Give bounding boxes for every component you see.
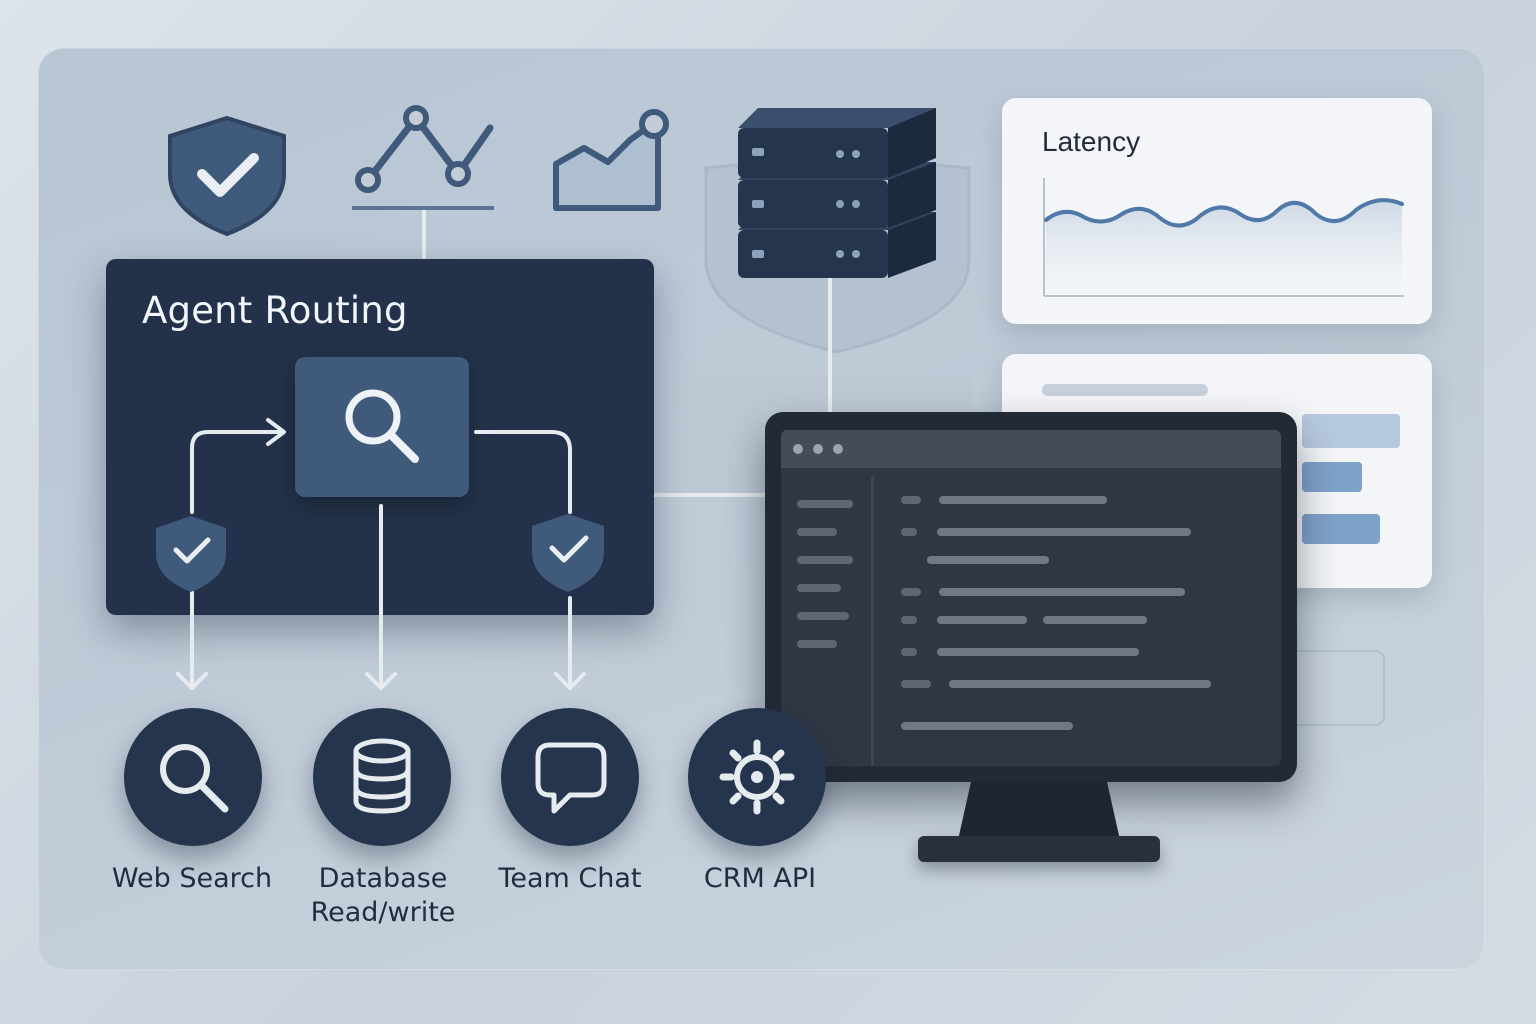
editor-title-bar xyxy=(781,430,1281,468)
code-line xyxy=(901,528,917,536)
database-label-line2: Read/write xyxy=(310,897,456,928)
web-search-label: Web Search xyxy=(111,863,273,894)
shield-check-icon xyxy=(164,112,290,238)
code-line xyxy=(949,680,1211,688)
latency-sparkline xyxy=(1043,178,1404,297)
code-line xyxy=(937,616,1027,624)
database-label-line1: Database xyxy=(318,863,448,894)
router-search-node[interactable] xyxy=(295,357,469,497)
code-editor-screen xyxy=(781,430,1281,766)
chat-bubble-icon xyxy=(535,742,607,814)
code-line xyxy=(1043,616,1147,624)
code-line xyxy=(901,496,921,504)
crm-api-label: CRM API xyxy=(703,863,817,894)
editor-sidebar-divider xyxy=(871,476,874,766)
window-dot xyxy=(833,444,843,454)
latency-title: Latency xyxy=(1042,126,1141,157)
window-dot xyxy=(793,444,803,454)
metrics-bar xyxy=(1302,414,1400,448)
database-tool[interactable] xyxy=(313,708,451,846)
shield-check-icon xyxy=(532,514,604,592)
database-icon xyxy=(353,738,411,814)
gear-icon xyxy=(719,739,795,815)
web-search-tool[interactable] xyxy=(124,708,262,846)
database-label: Database Read/write xyxy=(283,862,483,930)
sidebar-line xyxy=(797,612,849,620)
latency-card: Latency xyxy=(1002,98,1432,324)
metrics-bar xyxy=(1302,514,1380,544)
window-dot xyxy=(813,444,823,454)
metrics-card-header-bar xyxy=(1042,384,1208,396)
code-line xyxy=(901,616,917,624)
team-chat-label: Team Chat xyxy=(498,863,642,894)
monitor-stand-base xyxy=(918,836,1160,862)
code-monitor xyxy=(765,412,1297,782)
search-icon xyxy=(345,389,419,463)
sidebar-line xyxy=(797,500,853,508)
sidebar-line xyxy=(797,640,837,648)
crm-api-tool[interactable] xyxy=(688,708,826,846)
code-line xyxy=(901,648,917,656)
line-chart-icon xyxy=(348,100,500,214)
search-icon xyxy=(160,744,229,813)
sidebar-line xyxy=(797,584,841,592)
metrics-bar xyxy=(1302,462,1362,492)
code-line xyxy=(939,588,1185,596)
sidebar-line xyxy=(797,528,837,536)
area-chart-icon xyxy=(548,104,678,214)
code-line xyxy=(937,528,1191,536)
code-line xyxy=(901,722,1073,730)
code-line xyxy=(927,556,1049,564)
sidebar-line xyxy=(797,556,853,564)
shield-check-icon xyxy=(156,516,226,592)
agent-routing-title: Agent Routing xyxy=(142,289,408,332)
code-line xyxy=(901,588,921,596)
server-stack-icon xyxy=(732,100,940,282)
team-chat-tool[interactable] xyxy=(501,708,639,846)
monitor-stand-neck xyxy=(958,782,1120,840)
code-line xyxy=(939,496,1107,504)
code-line xyxy=(937,648,1139,656)
code-line xyxy=(901,680,931,688)
